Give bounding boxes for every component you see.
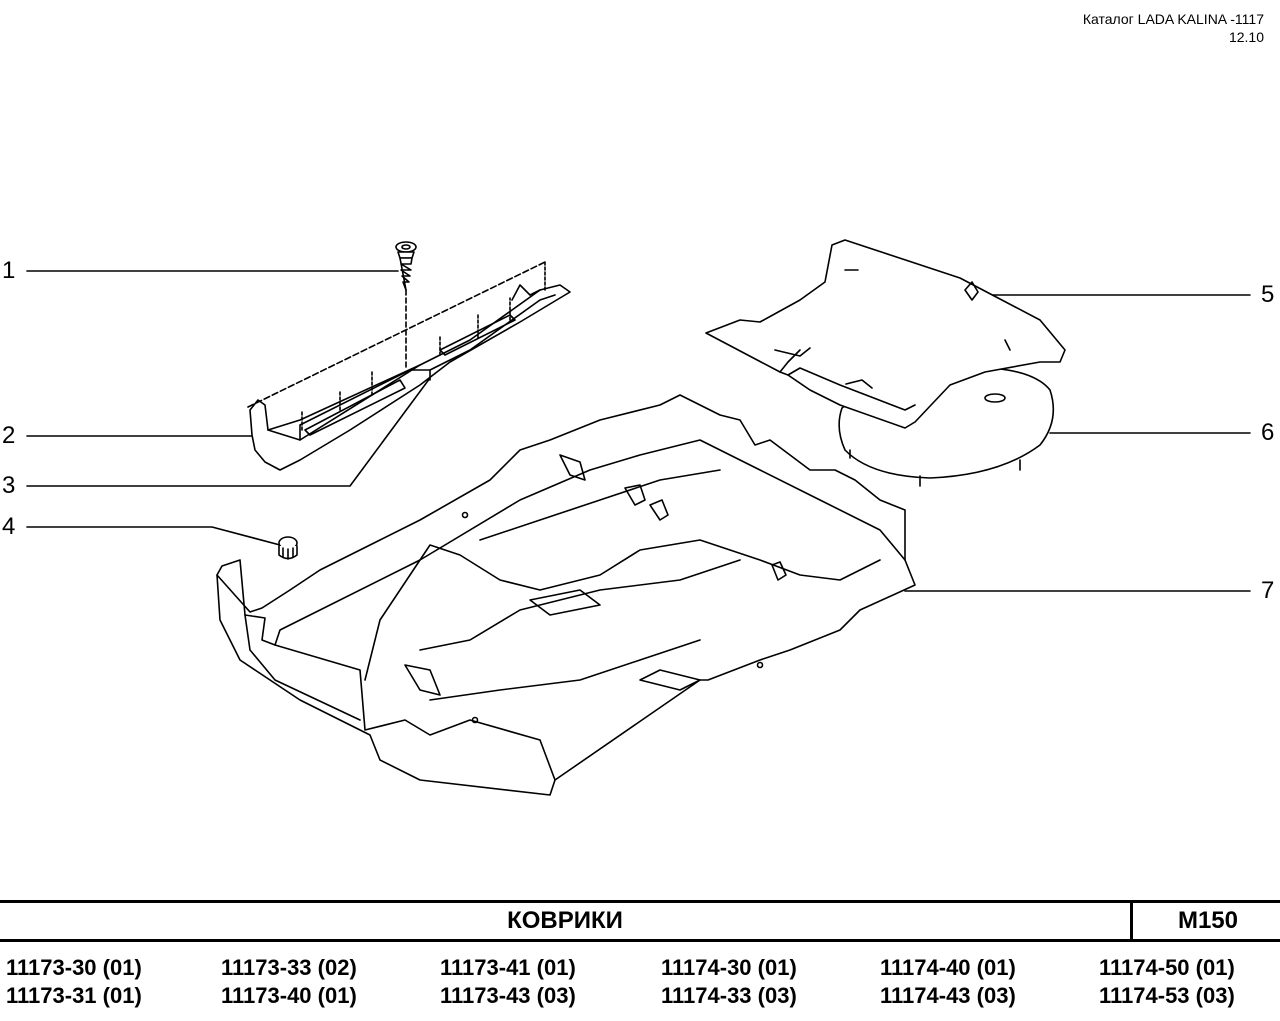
model-code: 11173-40 (01) [221,983,357,1008]
catalog-date: 12.10 [1228,29,1264,45]
section-code: M150 [1177,907,1239,934]
leader-line-3 [26,377,431,487]
callout-5: 5 [1261,281,1275,308]
model-column: 11173-41 (01) 11173-43 (03) [440,954,576,1010]
model-code: 11173-43 (03) [440,983,576,1008]
model-code: 11173-31 (01) [6,983,142,1008]
model-code: 11173-33 (02) [221,955,357,980]
model-code: 11174-40 (01) [880,955,1016,980]
model-column: 11173-33 (02) 11173-40 (01) [221,954,357,1010]
model-list: 11173-30 (01) 11173-31 (01) 11173-33 (02… [0,954,1280,1014]
model-code: 11174-33 (03) [661,983,797,1008]
model-code: 11174-50 (01) [1099,955,1235,980]
callout-1: 1 [2,257,16,284]
model-code: 11174-30 (01) [661,955,797,980]
model-code: 11174-43 (03) [880,983,1016,1008]
callout-3: 3 [2,472,16,499]
model-code: 11174-53 (03) [1099,983,1235,1008]
sill-trim-part [247,261,571,471]
model-column: 11174-40 (01) 11174-43 (03) [880,954,1016,1010]
model-code: 11173-30 (01) [6,955,142,980]
callout-2: 2 [2,422,16,449]
clip-part [278,536,298,560]
callout-6: 6 [1261,419,1275,446]
floor-carpet-part [216,394,916,796]
title-bar: КОВРИКИ M150 [0,900,1280,942]
model-column: 11173-30 (01) 11173-31 (01) [6,954,142,1010]
leader-line-4 [26,526,281,546]
model-code: 11173-41 (01) [440,955,576,980]
catalog-header: Каталог LADA KALINA -1117 12.10 [1083,10,1264,46]
callout-7: 7 [1261,577,1275,604]
model-column: 11174-30 (01) 11174-33 (03) [661,954,797,1010]
callout-4: 4 [2,513,16,540]
parts-drawing [26,239,1251,796]
catalog-title: Каталог LADA KALINA -1117 [1082,11,1264,27]
model-column: 11174-50 (01) 11174-53 (03) [1099,954,1235,1010]
trunk-panel-part [705,239,1066,429]
screw-part [395,241,417,371]
section-title: КОВРИКИ [0,903,1133,939]
